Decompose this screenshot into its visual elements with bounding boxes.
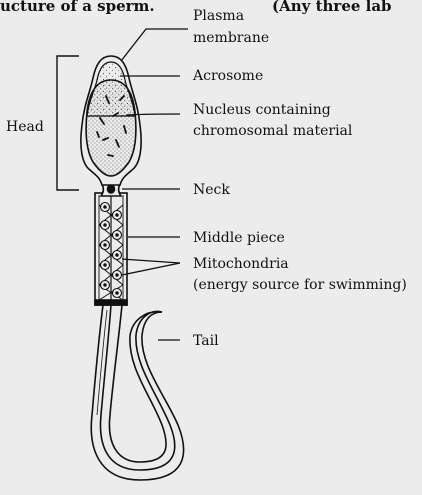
label-nucleus-line2: chromosomal material [193, 123, 353, 139]
leader-lines [120, 29, 188, 340]
heading-fragment-right: (Any three lab [272, 0, 392, 15]
label-head: Head [6, 119, 44, 135]
label-plasma-membrane-line1: Plasma [193, 8, 244, 24]
label-mitochondria-line1: Mitochondria [193, 256, 289, 272]
label-plasma-membrane-line2: membrane [193, 30, 269, 46]
heading-fragment-left: ucture of a sperm. [0, 0, 155, 15]
label-acrosome: Acrosome [192, 68, 263, 84]
label-nucleus-line1: Nucleus containing [193, 102, 331, 118]
tail-shape [91, 305, 183, 480]
label-middle-piece: Middle piece [193, 230, 285, 246]
head-bracket [57, 56, 79, 190]
sperm-illustration [81, 56, 184, 480]
label-mitochondria-line2: (energy source for swimming) [193, 277, 407, 293]
label-neck: Neck [193, 182, 230, 198]
label-tail: Tail [193, 333, 219, 349]
middle-piece-shape [95, 193, 127, 305]
nucleus-shape [86, 80, 136, 176]
